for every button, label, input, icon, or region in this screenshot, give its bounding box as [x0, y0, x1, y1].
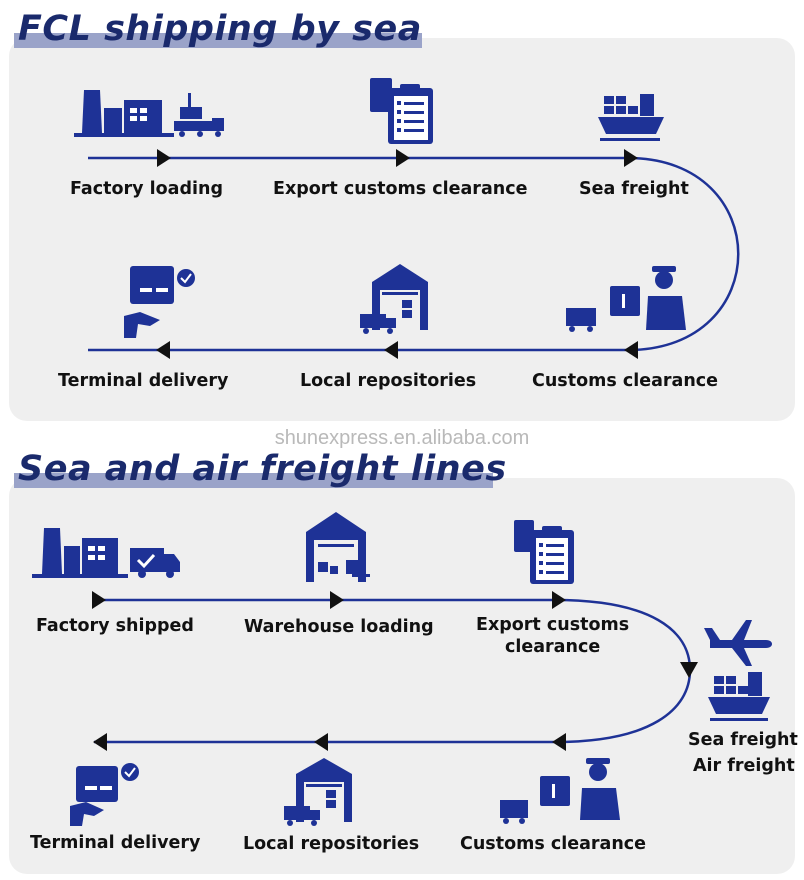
- s2-arrow-1: [92, 591, 106, 609]
- section2-title-underline: [14, 473, 493, 488]
- delivery-hand-icon: [124, 266, 195, 338]
- s1-arrow-3: [624, 149, 638, 167]
- label-terminal-delivery-2: Terminal delivery: [30, 833, 201, 853]
- section1-title: FCL shipping by sea: [18, 9, 422, 49]
- s1-arrow-6: [156, 341, 170, 359]
- delivery-truck-icon: [130, 548, 180, 578]
- section1-title-underline: [14, 33, 422, 48]
- delivery-hand-icon-2: [70, 763, 139, 826]
- s2-arrow-6: [314, 733, 328, 751]
- section2-panel: [9, 478, 795, 874]
- label-export-customs-line1: Export customs: [476, 615, 630, 635]
- s1-arrow-1: [157, 149, 171, 167]
- label-terminal-delivery: Terminal delivery: [58, 371, 229, 391]
- warehouse-icon: [306, 512, 370, 582]
- watermark: shunexpress.en.alibaba.com: [274, 427, 530, 449]
- label-export-customs-clearance: Export customs clearance: [273, 179, 528, 199]
- warehouse-truck-icon: [360, 264, 428, 334]
- label-factory-shipped: Factory shipped: [36, 616, 194, 636]
- label-sea-freight-2: Sea freight: [688, 730, 798, 750]
- s1-arrow-5: [384, 341, 398, 359]
- label-local-repositories-2: Local repositories: [243, 834, 420, 854]
- s1-arrow-4: [624, 341, 638, 359]
- cargo-ship-icon-2: [708, 672, 770, 721]
- airplane-icon: [704, 620, 772, 666]
- customs-officer-icon-2: [500, 758, 620, 824]
- s2-arrow-2: [330, 591, 344, 609]
- label-warehouse-loading: Warehouse loading: [244, 617, 434, 637]
- s2-arrow-5: [552, 733, 566, 751]
- cargo-ship-icon: [598, 94, 664, 141]
- crane-truck-icon: [174, 93, 224, 137]
- label-sea-freight: Sea freight: [579, 179, 689, 199]
- s2-arrow-3: [552, 591, 566, 609]
- factory-icon: [74, 90, 174, 137]
- customs-officer-icon: [566, 266, 686, 332]
- clipboard-icon: [370, 78, 433, 144]
- label-customs-clearance-2: Customs clearance: [460, 834, 647, 854]
- label-customs-clearance: Customs clearance: [532, 371, 719, 391]
- warehouse-truck-icon-2: [284, 758, 352, 826]
- s1-arrow-2: [396, 149, 410, 167]
- s2-arrow-7: [93, 733, 107, 751]
- section2-title-wrap: Sea and air freight lines: [14, 448, 513, 490]
- clipboard-icon-2: [514, 520, 574, 584]
- section2-title: Sea and air freight lines: [18, 449, 507, 489]
- label-air-freight: Air freight: [693, 756, 795, 776]
- section1-title-wrap: FCL shipping by sea: [14, 8, 428, 50]
- s2-arrow-4: [680, 662, 698, 678]
- label-factory-loading: Factory loading: [70, 179, 223, 199]
- label-local-repositories: Local repositories: [300, 371, 477, 391]
- factory-icon-2: [32, 528, 128, 578]
- label-export-customs-line2: clearance: [505, 637, 601, 657]
- s1-flow-line: [88, 156, 740, 352]
